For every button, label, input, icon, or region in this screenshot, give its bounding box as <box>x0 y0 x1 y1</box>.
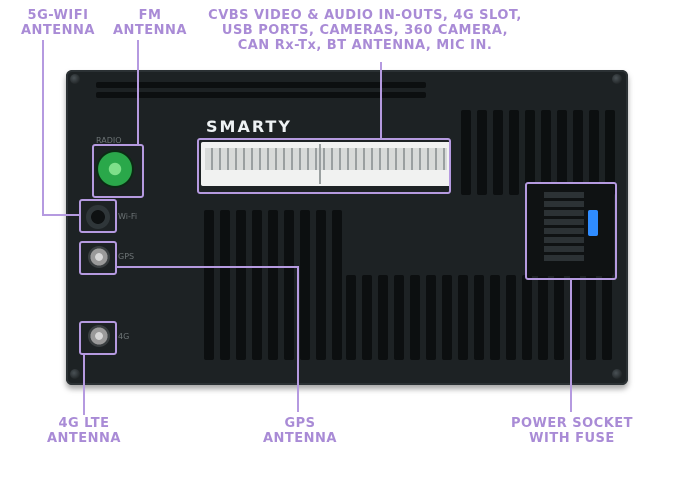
bottom-vents <box>346 275 612 360</box>
wifi-leader <box>42 40 44 216</box>
middle-vents <box>204 210 342 360</box>
wifi-antenna-port <box>86 205 110 229</box>
fm-antenna-port <box>96 150 134 188</box>
top-vents <box>461 110 615 195</box>
gps-leader <box>117 266 297 268</box>
lte-port-highlight <box>79 321 117 355</box>
wifi-port-highlight <box>79 199 117 233</box>
gps-port-highlight <box>79 241 117 275</box>
port-mark: 4G <box>118 332 130 341</box>
power-leader <box>570 280 572 412</box>
screw-icon <box>70 369 80 379</box>
fuse-icon <box>588 210 598 236</box>
connector-highlight <box>197 138 451 194</box>
screw-icon <box>612 369 622 379</box>
top-slot <box>96 92 426 98</box>
multi-connector-block <box>201 142 451 186</box>
brand-logo: SMARTY <box>206 117 292 136</box>
port-mark: GPS <box>118 252 135 261</box>
gps-leader <box>297 266 299 412</box>
lte-antenna-port <box>88 325 110 347</box>
port-mark: RADIO <box>96 136 122 145</box>
screw-icon <box>70 74 80 84</box>
cvbs-leader <box>380 62 382 138</box>
screw-icon <box>612 74 622 84</box>
wifi-leader <box>42 214 80 216</box>
port-mark: Wi-Fi <box>118 212 138 221</box>
cvbs-ports-label: CVBS VIDEO & AUDIO IN-OUTS, 4G SLOT,USB … <box>208 8 522 53</box>
fm-leader <box>137 40 139 144</box>
lte-leader <box>83 355 85 415</box>
gps-antenna-port <box>88 246 110 268</box>
head-unit-back-panel: SMARTY RADIO Wi-Fi GPS 4G <box>66 70 628 385</box>
fm-port-highlight <box>92 144 144 198</box>
power-highlight <box>525 182 617 280</box>
power-socket <box>526 182 614 276</box>
top-slot <box>96 82 426 88</box>
